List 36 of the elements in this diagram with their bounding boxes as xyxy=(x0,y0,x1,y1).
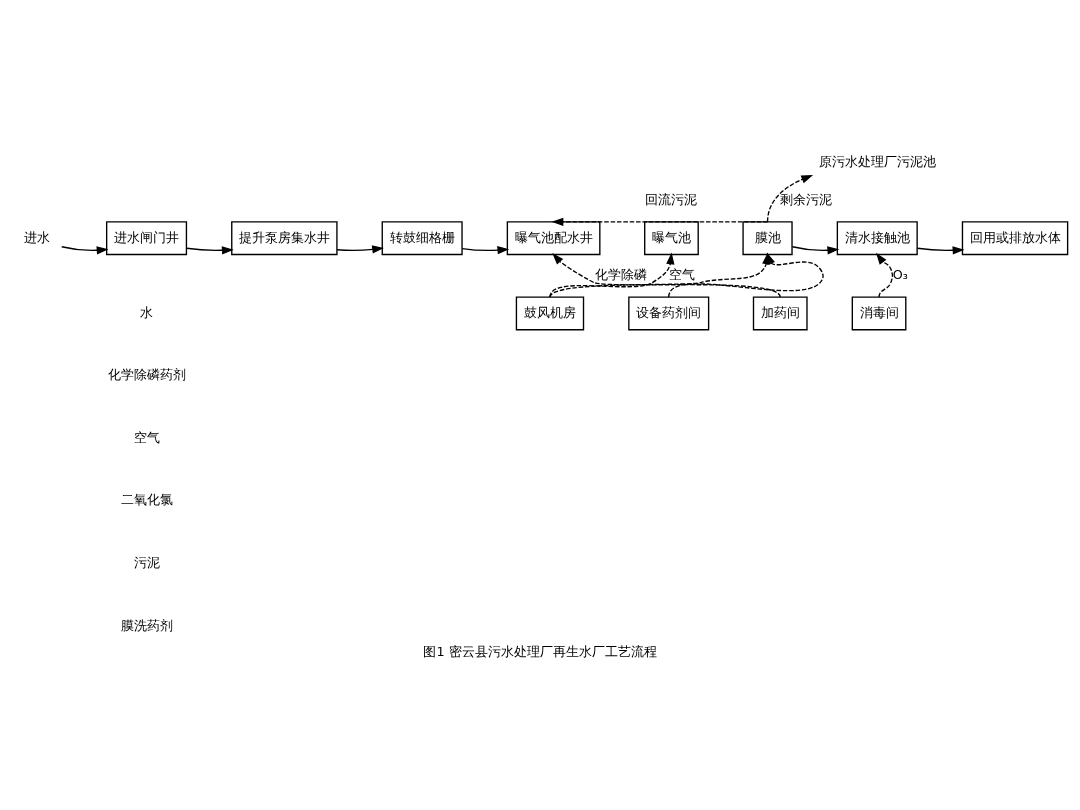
legend-label: 二氧化氯 xyxy=(120,492,173,508)
node-text: 原污水处理厂污泥池 xyxy=(818,154,936,170)
legend-label: 空气 xyxy=(133,429,160,445)
arrow xyxy=(791,246,840,255)
node-box: 设备药剂间 xyxy=(628,296,710,331)
legend-label: 化学除磷药剂 xyxy=(107,367,186,383)
node-box: 进水闸门井 xyxy=(105,221,188,256)
edge-label: 化学除磷 xyxy=(594,267,647,283)
arrow xyxy=(551,217,769,226)
node-box: 加药间 xyxy=(752,296,808,331)
legend-label: 膜洗药剂 xyxy=(120,617,173,633)
edge-label: 剩余污泥 xyxy=(779,191,832,207)
arrow xyxy=(336,245,384,254)
legend-label: 污泥 xyxy=(133,555,160,570)
edge-label: 回流污泥 xyxy=(645,191,698,207)
arrow xyxy=(461,246,510,255)
arrow xyxy=(61,246,109,255)
node-box: 清水接触池 xyxy=(836,221,918,256)
node-box: 膜池 xyxy=(742,221,793,256)
node-box: 鼓风机房 xyxy=(515,296,585,331)
node-box: 消毒间 xyxy=(851,296,907,331)
node-box: 回用或排放水体 xyxy=(961,221,1069,256)
arrow xyxy=(916,246,965,255)
node-box: 转鼓细格栅 xyxy=(381,221,463,256)
arrow xyxy=(766,174,814,223)
caption: 图1 密云县污水处理厂再生水厂工艺流程 xyxy=(423,644,657,660)
arrow xyxy=(549,252,675,298)
arrow xyxy=(185,246,234,255)
arrow xyxy=(876,252,894,298)
node-box: 曝气池配水井 xyxy=(506,221,601,256)
node-text: 进水 xyxy=(23,229,50,245)
node-box: 曝气池 xyxy=(644,221,699,256)
legend-label: 水 xyxy=(140,304,154,320)
edge-label: O₃ xyxy=(892,267,908,283)
edge-label: 空气 xyxy=(668,267,695,283)
node-box: 提升泵房集水井 xyxy=(231,221,338,256)
